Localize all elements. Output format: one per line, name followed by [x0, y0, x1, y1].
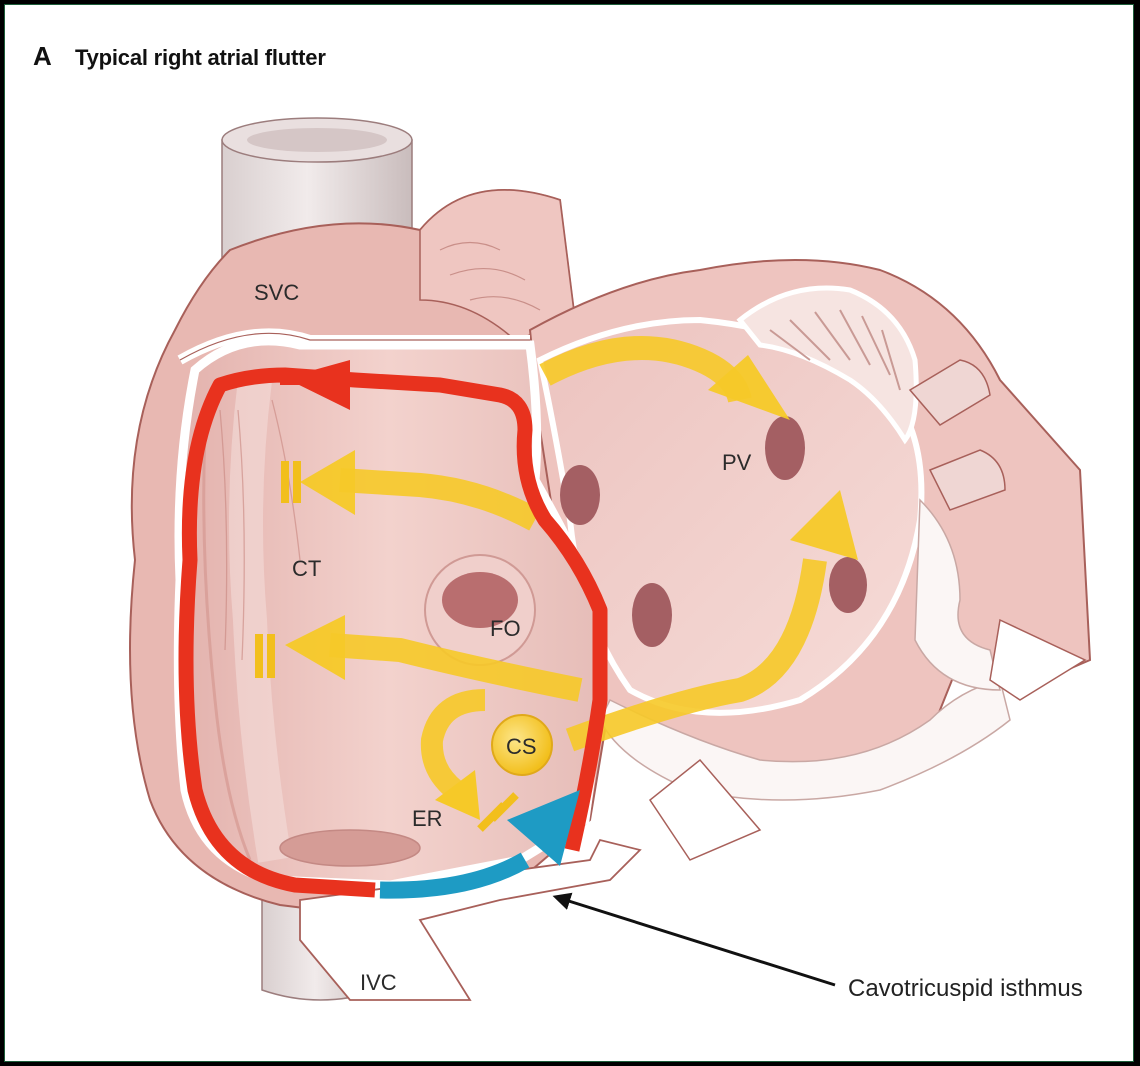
- label-pv: PV: [722, 450, 752, 475]
- label-cs: CS: [506, 734, 537, 759]
- label-ivc: IVC: [360, 970, 397, 995]
- right-atrium-interior: [178, 341, 600, 885]
- label-fo: FO: [490, 616, 521, 641]
- label-er: ER: [412, 806, 443, 831]
- label-svc: SVC: [254, 280, 299, 305]
- label-cavotricuspid-isthmus: Cavotricuspid isthmus: [848, 975, 1083, 1002]
- label-ct: CT: [292, 556, 321, 581]
- isthmus-pointer: [556, 897, 835, 985]
